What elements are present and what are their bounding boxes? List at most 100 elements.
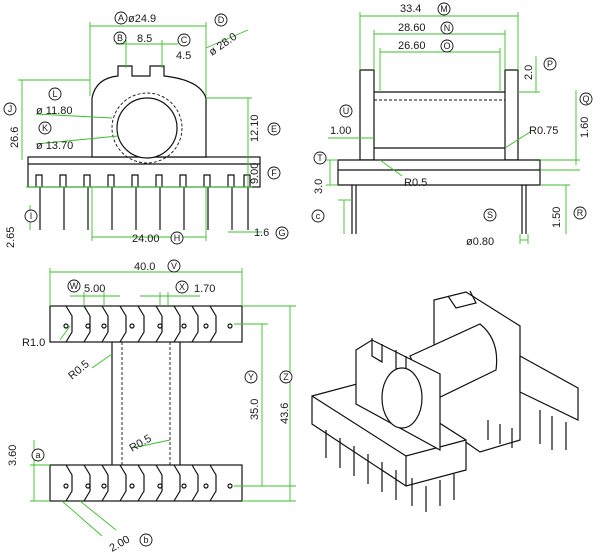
tag-M: M — [437, 2, 451, 16]
svg-text:c: c — [316, 211, 321, 221]
tag-V: V — [167, 259, 181, 273]
svg-text:V: V — [171, 261, 177, 271]
tag-c: c — [311, 209, 325, 223]
dim-I-text: 2.65 — [5, 227, 17, 248]
dim-R05b-text: R0.5 — [128, 433, 154, 455]
svg-text:J: J — [8, 104, 13, 114]
dim-H-text: 24.00 — [132, 233, 160, 245]
side-flange-left — [359, 69, 375, 161]
dim-Y-text: 35.0 — [249, 399, 261, 420]
tag-O: O — [440, 39, 454, 53]
dim-X-text: 1.70 — [194, 283, 215, 295]
dim-T-text: 3.0 — [313, 179, 325, 194]
dim-B-text: 8.5 — [137, 33, 152, 45]
bottom-slots-upper — [63, 305, 233, 343]
tag-N: N — [440, 21, 454, 35]
tag-b: b — [139, 533, 153, 547]
isometric-view — [311, 290, 579, 512]
dim-D-text: ø 28.0 — [207, 31, 239, 59]
dim-W-text: 5.00 — [84, 283, 105, 295]
svg-text:A: A — [118, 13, 124, 23]
tag-E: E — [267, 122, 281, 136]
svg-text:C: C — [181, 35, 188, 45]
dim-R075-text: R0.75 — [529, 125, 558, 137]
tag-C: C — [177, 33, 191, 47]
iso-pins-front — [325, 430, 455, 512]
dim-F-text: 9.00 — [249, 163, 261, 184]
svg-text:M: M — [440, 4, 448, 14]
svg-text:U: U — [343, 106, 350, 116]
tag-Y: Y — [244, 370, 258, 384]
tag-W: W — [67, 279, 81, 293]
tag-F: F — [267, 166, 281, 180]
tag-a: a — [31, 448, 45, 462]
svg-text:Z: Z — [283, 372, 289, 382]
tag-L: L — [48, 87, 62, 101]
front-pins — [39, 187, 249, 230]
dim-R-text: 1.50 — [551, 207, 563, 228]
svg-text:S: S — [487, 210, 493, 220]
tag-R: R — [573, 206, 587, 220]
front-view: A ø24.9 B 8.5 C 4.5 D ø 28.0 L ø 11.80 K… — [3, 11, 289, 248]
bottom-slots-lower — [63, 464, 233, 502]
svg-text:D: D — [218, 15, 225, 25]
front-base — [27, 156, 261, 188]
svg-text:O: O — [443, 41, 450, 51]
dim-V-text: 40.0 — [134, 261, 155, 273]
tag-A: A — [114, 11, 128, 25]
dim-A-text: ø24.9 — [128, 13, 156, 25]
svg-text:W: W — [70, 281, 79, 291]
dim-R10-text: R1.0 — [22, 337, 45, 349]
dim-L-text: ø 11.80 — [36, 105, 73, 117]
svg-text:K: K — [42, 123, 48, 133]
dim-R05a-text: R0.5 — [66, 358, 92, 382]
svg-text:N: N — [444, 23, 451, 33]
bottom-view: 40.0 V W 5.00 X 1.70 R1.0 R0.5 R0.5 Y 35… — [7, 259, 296, 555]
dim-S-text: ø0.80 — [466, 236, 494, 248]
side-view: 33.4 M 28.60 N 26.60 O 2.0 P Q 1.60 U 1.… — [311, 2, 593, 248]
dim-U-text: 1.00 — [330, 125, 351, 137]
svg-text:H: H — [174, 233, 181, 243]
side-base — [337, 159, 541, 186]
tag-H: H — [170, 231, 184, 245]
svg-text:B: B — [117, 33, 123, 43]
svg-text:I: I — [30, 211, 33, 221]
tag-K: K — [38, 121, 52, 135]
svg-text:Y: Y — [248, 372, 254, 382]
tag-P: P — [543, 57, 557, 71]
svg-text:L: L — [52, 89, 57, 99]
bore-outer — [111, 92, 183, 164]
svg-text:E: E — [271, 124, 277, 134]
svg-text:T: T — [317, 153, 323, 163]
dim-R05-text: R0.5 — [404, 177, 427, 189]
bore-inner — [116, 97, 178, 159]
dim-M-text: 33.4 — [400, 3, 421, 15]
tag-U: U — [339, 104, 353, 118]
dim-a-text: 3.60 — [7, 445, 19, 466]
dim-J-text: 26.6 — [9, 127, 21, 148]
bottom-plate-upper — [49, 305, 243, 343]
dim-E-text: 12.10 — [249, 114, 261, 142]
svg-text:F: F — [271, 168, 277, 178]
dim-b-text: 2.00 — [108, 533, 133, 554]
tag-Q: Q — [579, 92, 593, 106]
iso-bore — [381, 367, 423, 429]
tag-T: T — [313, 151, 327, 165]
iso-base-rear — [519, 354, 579, 421]
svg-text:a: a — [35, 450, 40, 460]
tag-B: B — [113, 31, 127, 45]
dim-K-text: ø 13.70 — [36, 140, 73, 152]
dim-P-text: 2.0 — [523, 65, 535, 80]
svg-text:b: b — [143, 535, 148, 545]
tag-I: I — [24, 209, 38, 223]
tag-D: D — [214, 13, 228, 27]
dim-Z-text: 43.6 — [279, 403, 291, 424]
tag-X: X — [175, 280, 189, 294]
tag-S: S — [483, 208, 497, 222]
dim-C-text: 4.5 — [176, 50, 191, 62]
svg-text:R: R — [577, 208, 584, 218]
svg-text:X: X — [179, 282, 185, 292]
tag-J: J — [3, 102, 17, 116]
bottom-plate-lower — [49, 464, 243, 502]
